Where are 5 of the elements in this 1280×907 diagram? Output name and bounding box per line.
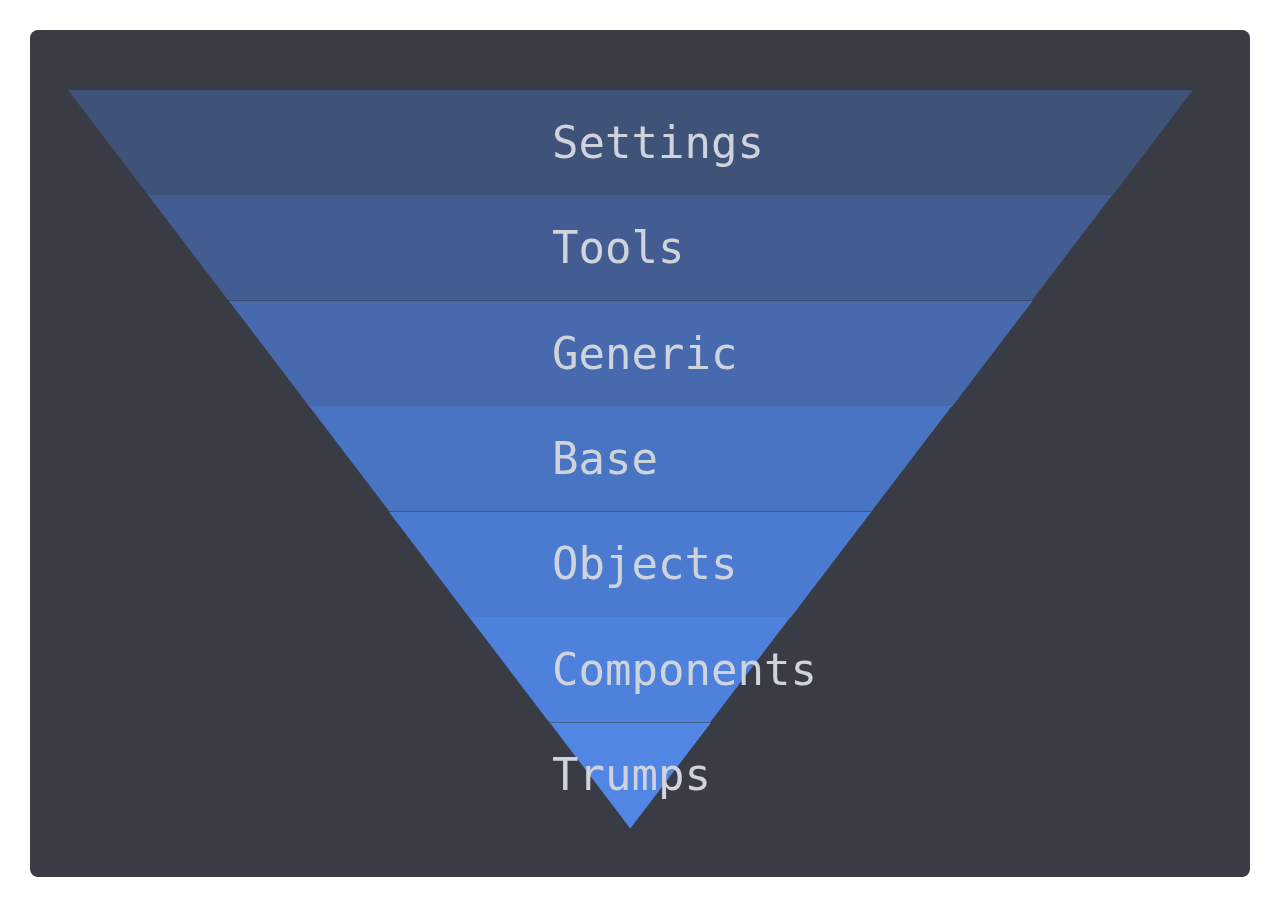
layer-label: Tools: [552, 226, 685, 271]
layer-label: Generic: [552, 331, 738, 376]
layer-label: Base: [552, 437, 658, 481]
layer-label: Settings: [552, 120, 764, 165]
layer-label: Objects: [552, 542, 738, 587]
